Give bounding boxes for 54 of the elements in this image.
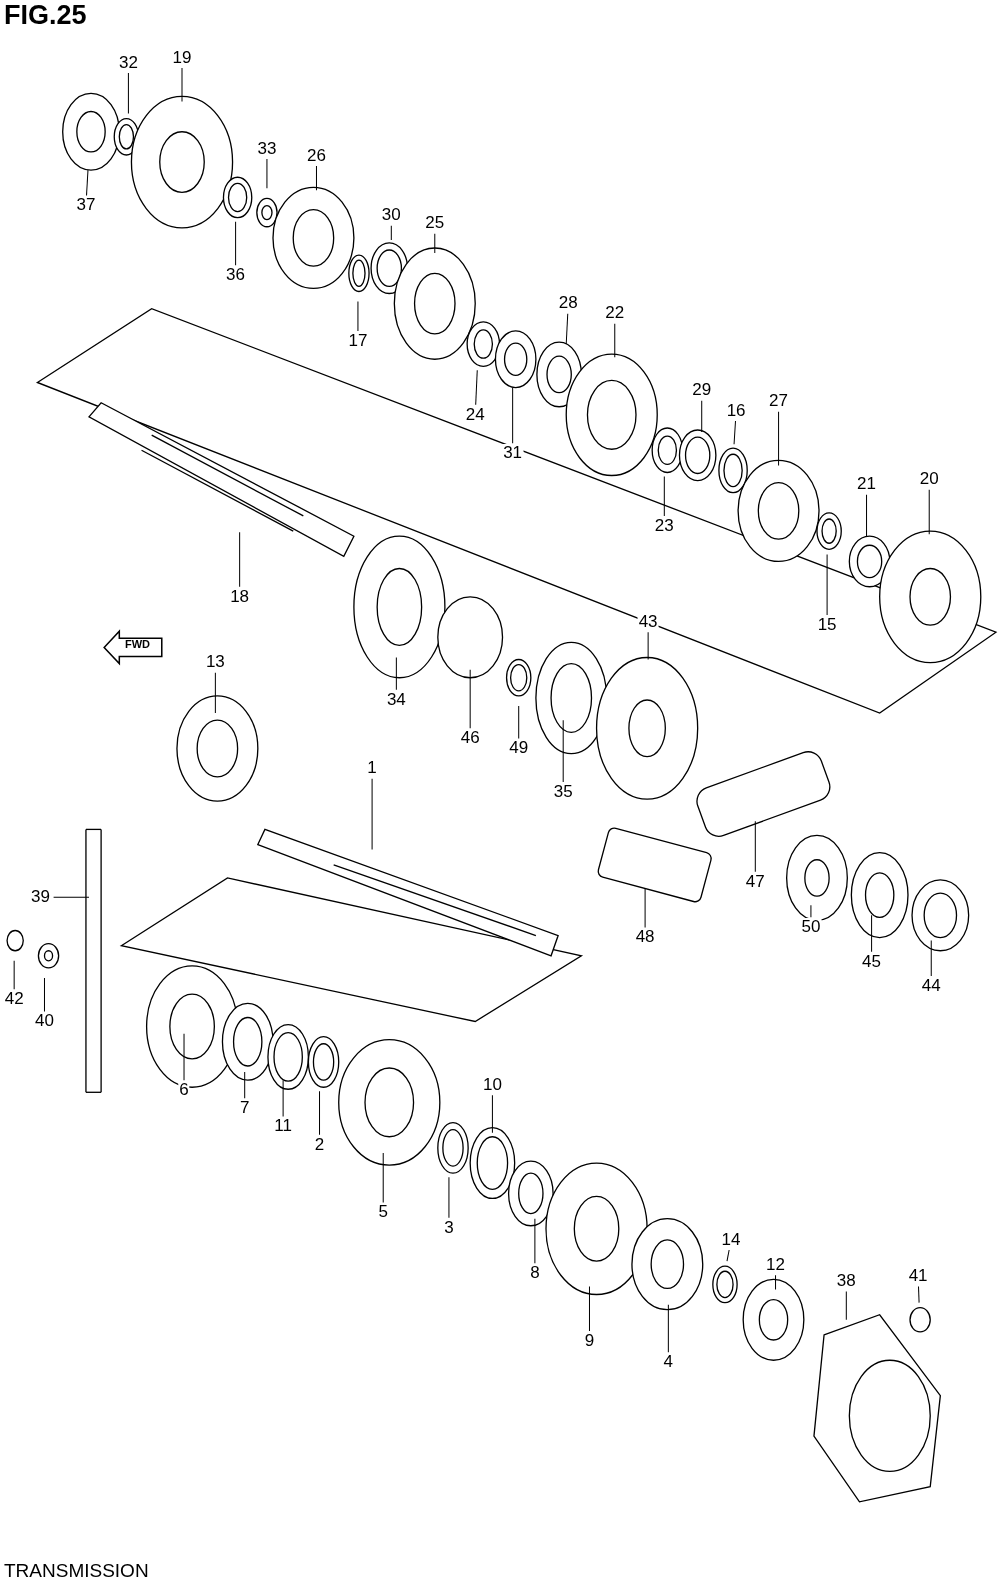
leader-line	[127, 72, 129, 115]
leader-line	[928, 489, 930, 535]
leader-line	[534, 1218, 536, 1264]
leader-line	[845, 1290, 847, 1321]
leader-line	[475, 369, 478, 406]
leader-line	[644, 887, 646, 928]
leader-line	[183, 1033, 185, 1081]
leader-line	[319, 1090, 320, 1136]
leader-line	[315, 165, 317, 191]
leader-line	[565, 313, 569, 345]
leader-line	[667, 1304, 669, 1353]
leader-line	[469, 669, 471, 729]
leader-line	[86, 169, 89, 196]
leader-line	[395, 657, 397, 691]
leader-line	[562, 719, 564, 783]
leader-line	[754, 820, 756, 873]
leader-line	[448, 1176, 450, 1219]
leader-line	[53, 896, 90, 898]
figure-title: FIG.25	[4, 0, 87, 31]
leader-line	[826, 553, 828, 616]
leader-line	[282, 1079, 284, 1118]
leader-line	[518, 705, 520, 739]
leader-line	[382, 1152, 384, 1203]
leader-line	[663, 476, 665, 517]
leader-line	[588, 1285, 590, 1332]
leader-line	[778, 411, 780, 466]
leader-line	[810, 904, 812, 918]
leader-line	[390, 225, 392, 241]
leader-line	[244, 1071, 246, 1099]
leader-line	[647, 631, 649, 661]
leader-line	[371, 778, 373, 851]
leader-line	[733, 420, 736, 445]
leader-line	[918, 1285, 920, 1304]
leader-line	[434, 233, 436, 254]
leader-line	[357, 301, 359, 332]
leader-line	[701, 400, 703, 433]
leader-line	[512, 387, 514, 444]
leader-line	[235, 221, 237, 266]
direction-label: FWD	[125, 638, 151, 650]
leader-line	[239, 531, 241, 588]
leader-line	[871, 914, 873, 953]
leader-line	[491, 1094, 493, 1134]
leader-line	[266, 158, 268, 189]
leader-line	[866, 494, 868, 537]
leader-line	[726, 1249, 730, 1262]
leader-line	[775, 1274, 777, 1290]
leader-line	[181, 67, 183, 102]
leader-line	[13, 960, 15, 990]
leader-line	[930, 940, 932, 977]
leader-line	[614, 323, 616, 358]
callout-number: 43	[637, 612, 659, 631]
leader-line	[214, 672, 216, 714]
diagram-caption: TRANSMISSION	[4, 1560, 149, 1582]
leader-line	[44, 977, 45, 1012]
